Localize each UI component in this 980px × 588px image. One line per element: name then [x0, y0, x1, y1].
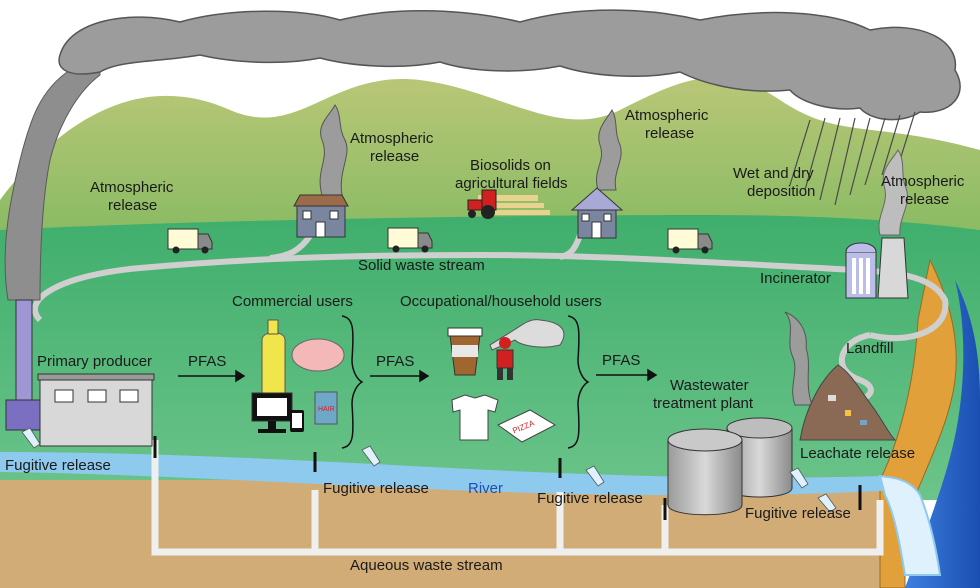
fugitive-release-4: Fugitive release [745, 505, 851, 522]
atm-release-mid-line2: release [370, 148, 419, 165]
house-2 [570, 187, 624, 239]
wastewater-tanks [667, 417, 793, 516]
soil [0, 480, 880, 588]
biosolids-line1: Biosolids on [470, 157, 551, 174]
truck-3 [667, 228, 713, 254]
river-label: River [468, 480, 503, 497]
commercial-users-label: Commercial users [232, 293, 353, 310]
pfas-label-1: PFAS [188, 353, 226, 370]
atm-release-far-line1: Atmospheric [881, 173, 965, 190]
smoke-house-2 [596, 109, 622, 191]
leachate-release-label: Leachate release [800, 445, 915, 462]
landfill-label: Landfill [846, 340, 894, 357]
brace-2 [567, 315, 590, 449]
atm-release-far-line2: release [900, 191, 949, 208]
ocean [905, 280, 980, 588]
house-1 [293, 194, 349, 238]
outfalls [153, 436, 862, 520]
primary-producer-label: Primary producer [37, 353, 152, 370]
rain-lines [789, 111, 916, 206]
aqueous-waste-stream [151, 440, 884, 556]
atm-release-left-line1: Atmospheric [90, 179, 174, 196]
incinerator [845, 237, 909, 299]
fugitive-release-3: Fugitive release [537, 490, 643, 507]
primary-producer-building [5, 299, 155, 447]
waterfall [878, 474, 942, 576]
svg-text:HAIR: HAIR [318, 406, 335, 413]
truck-1 [167, 228, 213, 254]
fugitive-release-1: Fugitive release [5, 457, 111, 474]
smoke-landfill [784, 311, 813, 406]
commercial-products: HAIR [251, 319, 345, 433]
brace-1 [341, 315, 364, 449]
household-products: PIZZA [447, 319, 565, 443]
solid-waste-stream-label: Solid waste stream [358, 257, 485, 274]
wet-dry-line1: Wet and dry [733, 165, 814, 182]
smoke-incinerator [878, 149, 908, 236]
occupational-users-label: Occupational/household users [400, 293, 602, 310]
pfas-label-2: PFAS [376, 353, 414, 370]
atm-release-left-line2: release [108, 197, 157, 214]
wet-dry-line2: deposition [747, 183, 815, 200]
wwtp-line1: Wastewater [670, 377, 749, 394]
tractor [467, 189, 550, 219]
road-branch-1 [269, 234, 313, 261]
atm-release-right-line1: Atmospheric [625, 107, 709, 124]
smoke-house-1 [319, 104, 348, 196]
aqueous-waste-stream-label: Aqueous waste stream [350, 557, 503, 574]
biosolids-line2: agricultural fields [455, 175, 568, 192]
incinerator-label: Incinerator [760, 270, 831, 287]
atm-release-mid-line1: Atmospheric [350, 130, 434, 147]
pfas-arrows [178, 368, 658, 383]
wwtp-line2: treatment plant [653, 395, 754, 412]
landfill [799, 364, 897, 441]
pfas-label-3: PFAS [602, 352, 640, 369]
atm-release-right-line2: release [645, 125, 694, 142]
cloud [58, 9, 961, 121]
fugitive-release-2: Fugitive release [323, 480, 429, 497]
spray-icons [21, 427, 837, 513]
solid-waste-road [31, 251, 949, 342]
truck-2 [387, 227, 433, 253]
